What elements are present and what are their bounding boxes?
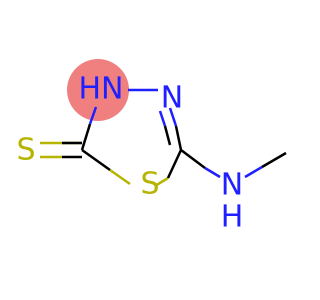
- molecule-diagram: S S HN N N H: [16, 59, 287, 235]
- s1-c5-bond-c: [166, 149, 183, 179]
- n4-c5-bond-inner-c: [163, 125, 172, 146]
- thione-sulfur-label: S: [16, 133, 35, 168]
- c2-nh-bond-c: [80, 123, 92, 151]
- c2-s1-bond-s: [109, 168, 131, 186]
- n4-c5-bond-inner-n: [158, 110, 167, 127]
- amine-methyl-bond-n: [244, 165, 263, 179]
- molecule-structure: S S HN N N H: [16, 59, 287, 235]
- n4-c5-bond-outer-c: [174, 125, 183, 151]
- amine-nitrogen-label: N: [221, 168, 243, 203]
- c2-s1-bond-c: [81, 148, 111, 172]
- c5-amine-bond-c: [180, 149, 206, 169]
- amine-hydrogen-label: H: [221, 200, 244, 235]
- c5-amine-bond-n: [204, 166, 221, 179]
- ring-sulfur-label: S: [140, 167, 159, 202]
- c2-nh-bond-n: [88, 106, 98, 125]
- nh-highlight: [67, 59, 129, 121]
- s1-c5-bond-s: [154, 176, 169, 188]
- n4-c5-bond-outer-n: [168, 107, 178, 127]
- amine-methyl-bond-c: [261, 151, 287, 169]
- imine-nitrogen-label: N: [161, 81, 183, 116]
- nh-nitrogen-label: HN: [79, 72, 124, 107]
